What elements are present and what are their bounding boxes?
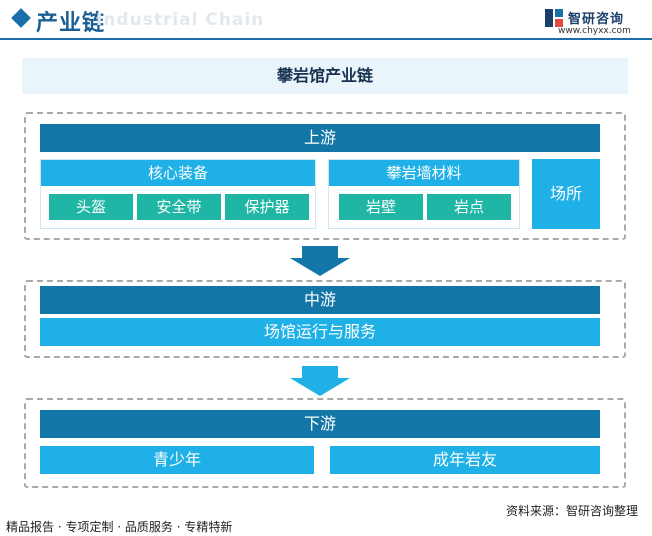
brand-logo-icon [545, 9, 563, 27]
core-equipment-label: 核心装备 [41, 160, 315, 186]
upstream-bar: 上游 [40, 124, 600, 152]
footer-slogan: 精品报告 · 专项定制 · 品质服务 · 专精特新 [6, 520, 233, 534]
header: 产业链 Industrial Chain [0, 0, 652, 40]
brand-name: 智研咨询 [568, 12, 625, 27]
brand-url: www.chyxx.com [558, 26, 631, 36]
adult-climbers-box: 成年岩友 [330, 446, 600, 474]
downstream-section: 下游 青少年 成年岩友 [24, 398, 626, 488]
venue-box: 场所 [532, 159, 600, 229]
page-title: 产业链 [36, 11, 106, 36]
wall-materials-group: 攀岩墙材料 岩壁 岩点 [328, 159, 520, 229]
chip-belay-device: 保护器 [225, 194, 309, 220]
diamond-icon [11, 8, 31, 28]
footer: 精品报告 · 专项定制 · 品质服务 · 专精特新 [0, 518, 652, 536]
chip-rock-wall: 岩壁 [339, 194, 423, 220]
midstream-bar: 中游 [40, 286, 600, 314]
midstream-section: 中游 场馆运行与服务 [24, 280, 626, 358]
chip-climbing-holds: 岩点 [427, 194, 511, 220]
header-rule [0, 38, 652, 40]
upstream-section: 上游 核心装备 头盔 安全带 保护器 攀岩墙材料 岩壁 岩点 场所 [24, 112, 626, 240]
arrow-down-icon [290, 366, 350, 396]
chip-helmet: 头盔 [49, 194, 133, 220]
venue-operation-bar: 场馆运行与服务 [40, 318, 600, 346]
arrow-down-icon [290, 246, 350, 276]
chip-harness: 安全带 [137, 194, 221, 220]
downstream-bar: 下游 [40, 410, 600, 438]
core-equipment-group: 核心装备 头盔 安全带 保护器 [40, 159, 316, 229]
brand: 智研咨询 www.chyxx.com [544, 6, 644, 36]
source-note: 资料来源：智研咨询整理 [505, 504, 638, 518]
header-watermark: Industrial Chain [96, 10, 265, 30]
youth-box: 青少年 [40, 446, 314, 474]
diagram-title: 攀岩馆产业链 [22, 58, 628, 94]
wall-materials-label: 攀岩墙材料 [329, 160, 519, 186]
